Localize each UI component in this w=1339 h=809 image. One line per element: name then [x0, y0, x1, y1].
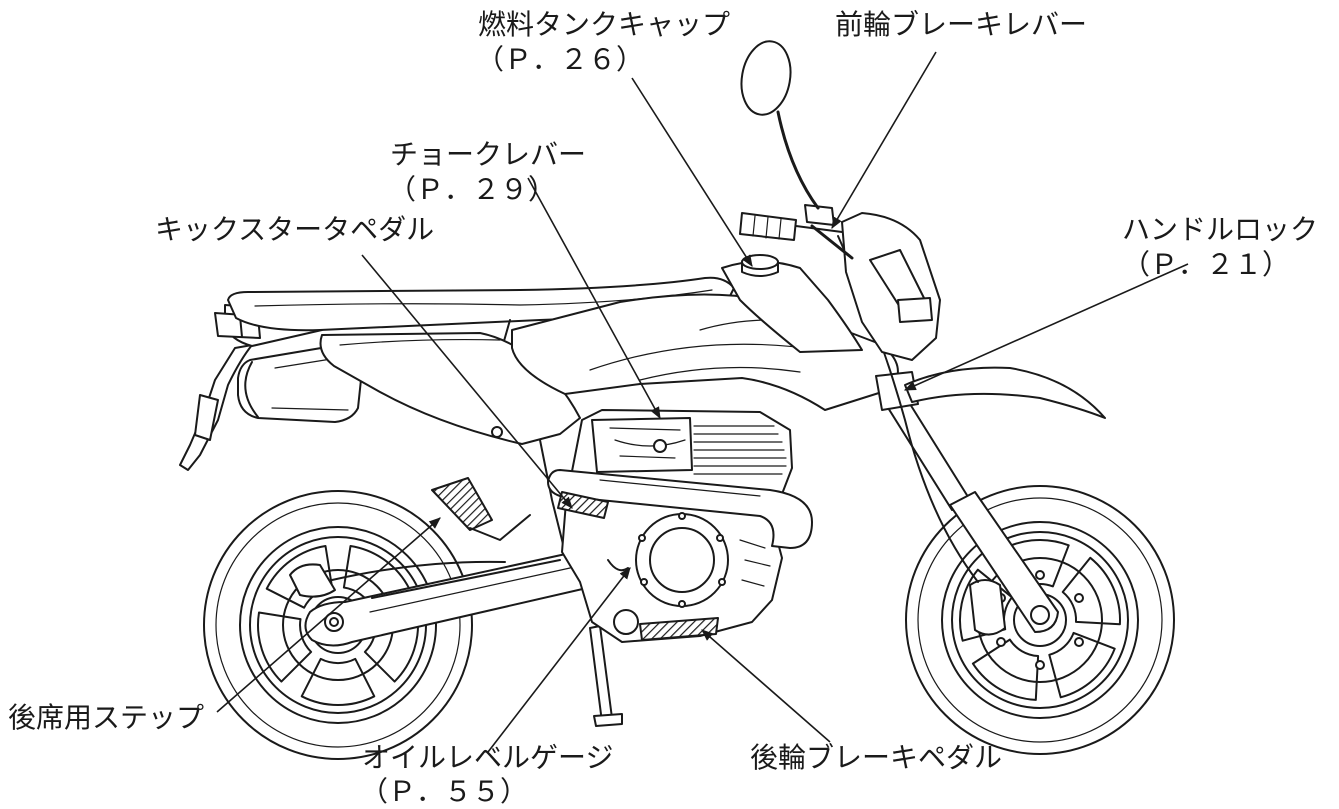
mirror	[740, 40, 820, 210]
headlight-cowl	[841, 212, 941, 361]
leader-line-front-brake-lever	[831, 51, 937, 230]
exhaust-pipe	[547, 469, 813, 549]
engine-mount-bolt	[613, 609, 639, 635]
passenger-footpeg	[431, 477, 531, 541]
license-plate-bracket	[179, 344, 253, 471]
swingarm	[304, 551, 601, 647]
front-brake-lever	[810, 224, 854, 260]
kickstand	[589, 625, 623, 727]
engine-cover-ribs	[739, 539, 771, 587]
wheel-spoke-opening	[1061, 556, 1121, 626]
leader-line-handle-lock	[903, 263, 1189, 391]
callout-passenger-footpeg: 後席用ステップ	[8, 701, 205, 734]
rear-brake-caliper	[289, 563, 336, 598]
front-fender	[904, 366, 1106, 419]
engine	[561, 409, 793, 643]
callout-oil-level-gauge-page: （Ｐ．５５）	[360, 775, 529, 808]
handlebar	[739, 204, 854, 260]
rear-frame-tube	[539, 439, 567, 557]
callout-choke-lever-page: （Ｐ．２９）	[388, 173, 557, 206]
callout-rear-brake-pedal: 後輪ブレーキペダル	[750, 741, 1003, 774]
front-axle	[1030, 605, 1050, 625]
headlight	[897, 297, 933, 323]
callout-handle-lock: ハンドルロック	[1122, 213, 1319, 246]
leader-line-oil-level-gauge	[487, 567, 631, 753]
leader-line-passenger-footpeg	[216, 517, 441, 713]
callout-front-brake-lever: 前輪ブレーキレバー	[835, 8, 1088, 41]
wheel-spoke-opening	[300, 657, 376, 706]
leader-line-fuel-tank-cap	[631, 77, 753, 268]
leader-line-rear-brake-pedal	[701, 629, 831, 743]
callout-oil-level-gauge: オイルレベルゲージ	[362, 741, 614, 774]
crankcase-cover	[635, 512, 729, 608]
callout-kick-starter-pedal: キックスタータペダル	[155, 213, 435, 246]
rear-brake-pedal	[639, 617, 719, 641]
callout-choke-lever: チョークレバー	[390, 138, 587, 171]
callout-handle-lock-page: （Ｐ．２１）	[1122, 248, 1291, 281]
leader-line-kick-starter-pedal	[361, 254, 573, 509]
callout-fuel-tank-cap: 燃料タンクキャップ	[478, 8, 731, 41]
front-fork	[875, 371, 1059, 633]
handlebar-grip	[739, 212, 797, 241]
cylinder-fins	[693, 425, 787, 475]
rear-brake-hose	[331, 560, 506, 581]
callout-fuel-tank-cap-page: （Ｐ．２６）	[476, 43, 645, 76]
side-cover-bolt	[491, 426, 503, 438]
front-brake-caliper	[969, 579, 1006, 636]
leader-line-choke-lever	[527, 177, 661, 420]
chain-guard	[371, 559, 561, 599]
